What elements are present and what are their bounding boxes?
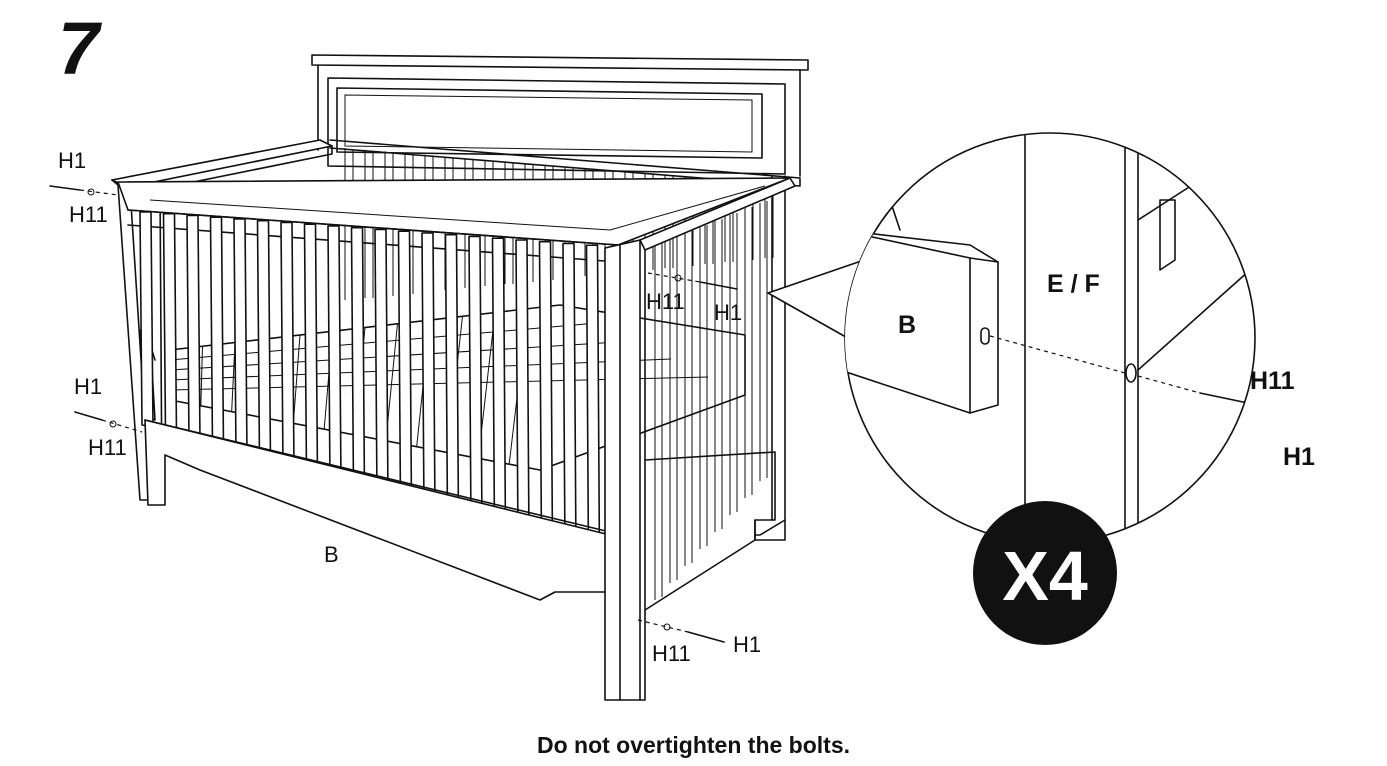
quantity-badge: X4 — [973, 501, 1117, 645]
detail-magnifier: B E / F H11 H1 — [767, 132, 1315, 544]
instruction-note: Do not overtighten the bolts. — [536, 732, 851, 758]
detail-label-ef: E / F — [1047, 270, 1100, 298]
detail-label-b: B — [898, 311, 916, 339]
label-h11-front-bottom: H11 — [652, 641, 691, 666]
crib-illustration — [111, 54, 809, 701]
label-h11-top-left: H11 — [69, 202, 108, 227]
detail-label-h1: H1 — [1283, 443, 1315, 471]
detail-label-h11: H11 — [1250, 367, 1295, 395]
label-part-b: B — [324, 542, 339, 567]
label-h11-mid-left: H11 — [88, 435, 127, 460]
label-h11-front-top: H11 — [646, 289, 685, 314]
label-h1-front-top: H1 — [714, 300, 742, 325]
label-h1-mid-left: H1 — [74, 374, 102, 399]
label-h1-front-bottom: H1 — [733, 632, 761, 657]
label-h1-top-left: H1 — [58, 148, 86, 173]
hardware-callouts — [49, 185, 738, 643]
quantity-badge-text: X4 — [1002, 537, 1088, 615]
step-number: 7 — [58, 7, 103, 90]
